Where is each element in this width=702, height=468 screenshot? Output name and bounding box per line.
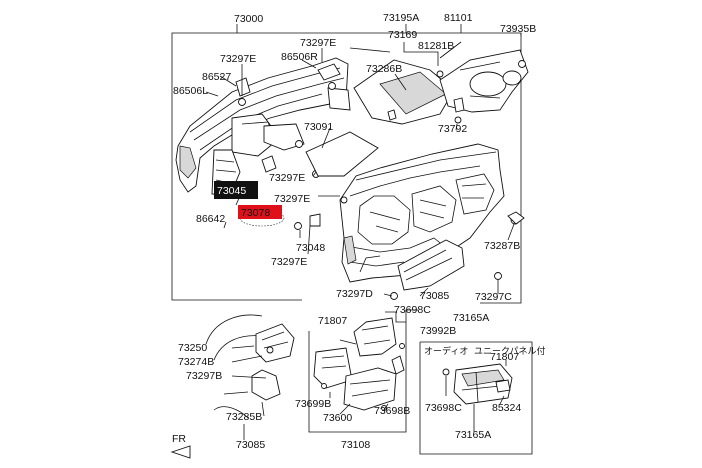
label-73286b: 73286B	[366, 63, 402, 75]
meter-hood-group	[353, 49, 529, 125]
label-73297d: 73297D	[336, 288, 373, 300]
main-group-frame	[171, 24, 302, 301]
front-arrow	[170, 445, 191, 459]
label-73285b: 73285B	[226, 411, 262, 423]
label-73297b: 73297B	[186, 370, 222, 382]
unique-panel-frame	[419, 341, 533, 455]
label-73698b: 73698B	[374, 405, 410, 417]
label-73935b: 73935B	[500, 23, 536, 35]
label-73297e: 73297E	[300, 37, 336, 49]
highlight-73045	[214, 181, 258, 199]
leader	[403, 42, 439, 66]
label-73078: 73078	[241, 207, 270, 219]
label-73792: 73792	[438, 123, 467, 135]
unique-panel-parts	[442, 360, 513, 432]
main-group-frame-right	[237, 32, 522, 304]
lower-left-parts	[205, 314, 295, 440]
label-73108: 73108	[341, 439, 370, 451]
label-73165a: 73165A	[453, 312, 489, 324]
label-73195a: 73195A	[383, 12, 419, 24]
glovebox-ribs	[403, 249, 453, 281]
instrument-panel-body	[339, 143, 505, 283]
label-73085: 73085	[236, 439, 265, 451]
label-73048: 73048	[296, 242, 325, 254]
glovebox-lid	[397, 239, 465, 291]
label-73297c: 73297C	[475, 291, 512, 303]
label-71807: 71807	[490, 351, 519, 363]
label-73698c: 73698C	[425, 402, 462, 414]
label-73297e: 73297E	[274, 193, 310, 205]
label-73297e: 73297E	[271, 256, 307, 268]
label-73250: 73250	[178, 342, 207, 354]
highlight-73078	[238, 205, 282, 219]
label-73698c: 73698C	[394, 304, 431, 316]
part-labels: 73000 73195A 81101 73935B 73169 81281B 7…	[172, 12, 546, 451]
label-86642: 86642	[196, 213, 225, 225]
label-86527: 86527	[202, 71, 231, 83]
label-73600: 73600	[323, 412, 352, 424]
label-fr: FR	[172, 433, 186, 445]
label-73992b: 73992B	[420, 325, 456, 337]
label-73274b: 73274B	[178, 356, 214, 368]
label-73091: 73091	[304, 121, 333, 133]
label-73287b: 73287B	[484, 240, 520, 252]
leader-lines-main	[205, 41, 515, 297]
label-unique-panel: ユニークパネル付	[474, 346, 546, 357]
audio-unit-parts	[313, 317, 405, 415]
label-85324: 85324	[492, 402, 521, 414]
label-73169: 73169	[388, 29, 417, 41]
label-73699b: 73699B	[295, 398, 331, 410]
label-81281b: 81281B	[418, 40, 454, 52]
label-81101: 81101	[444, 12, 473, 24]
upper-cover-panel	[305, 131, 379, 177]
audio-group-frame	[308, 309, 418, 433]
label-73085: 73085	[420, 290, 449, 302]
label-73165a: 73165A	[455, 429, 491, 441]
label-86506r: 86506R	[281, 51, 318, 63]
audio-group-bracket	[385, 311, 406, 323]
label-71807: 71807	[318, 315, 347, 327]
label-73000: 73000	[234, 13, 263, 25]
fasteners-main	[294, 116, 525, 300]
label-73297e: 73297E	[220, 53, 256, 65]
label-audio: オーディオ	[424, 345, 468, 357]
label-86506l: 86506L	[173, 85, 208, 97]
label-73297e: 73297E	[269, 172, 305, 184]
label-73045: 73045	[217, 185, 246, 197]
